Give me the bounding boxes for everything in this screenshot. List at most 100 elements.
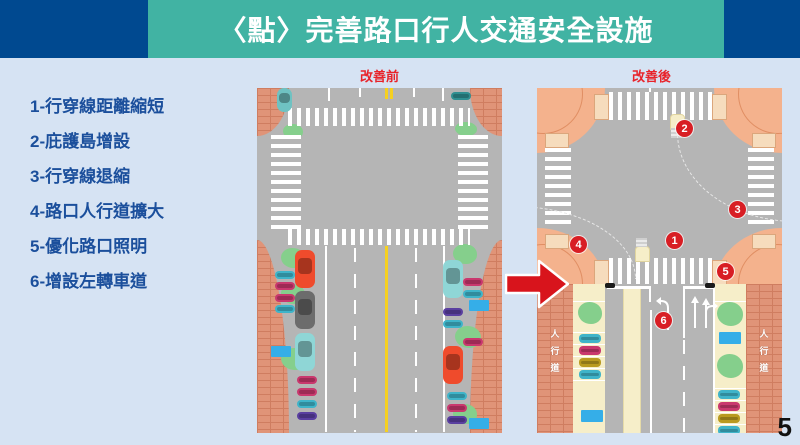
signboard (719, 332, 741, 344)
bay-divider (573, 344, 605, 345)
page-number: 5 (777, 412, 792, 442)
vehicle-scooter (718, 390, 740, 399)
badge-4: 4 (570, 236, 587, 253)
lane-line (359, 88, 361, 97)
vehicle-car (443, 346, 463, 384)
bay-divider (573, 332, 605, 333)
curb-ramp (594, 94, 609, 120)
crosswalk-north (609, 92, 713, 120)
sidewalk-label-east: 人 行 道 (758, 326, 770, 377)
sidewalk-label-char: 行 (550, 346, 560, 356)
center-line (390, 88, 393, 99)
lane-line (649, 88, 651, 92)
lane-line (683, 340, 685, 433)
vehicle-car (295, 291, 315, 329)
lane-line (713, 288, 715, 433)
crosswalk-west (271, 135, 301, 230)
vehicle-scooter (297, 400, 317, 408)
measure-item-2: 2-庇護島增設 (30, 132, 131, 151)
vehicle-scooter (463, 338, 483, 346)
vehicle-scooter (579, 334, 601, 343)
tree (453, 244, 477, 264)
bay-divider (573, 380, 605, 381)
vehicle-scooter (463, 290, 483, 298)
center-line (385, 246, 388, 432)
vehicle-car (443, 260, 463, 298)
bay-divider (714, 424, 746, 425)
vehicle-scooter (447, 416, 467, 424)
bay-divider (714, 388, 746, 389)
vehicle-scooter (447, 404, 467, 412)
vehicle-scooter (579, 370, 601, 379)
vehicle-scooter (579, 346, 601, 355)
lane-line (442, 88, 444, 101)
measure-item-5: 5-優化路口照明 (30, 237, 148, 256)
pedestrian-refuge-island (635, 246, 650, 262)
sidewalk-west (537, 284, 573, 433)
vehicle-car (277, 88, 292, 112)
tree (717, 354, 743, 378)
sidewalk-label-char: 行 (759, 346, 769, 356)
badge-5: 5 (717, 263, 734, 280)
lane-line (415, 248, 417, 432)
sidewalk-label-char: 人 (759, 329, 769, 339)
lane-line (649, 288, 651, 302)
stop-bar-east (683, 286, 715, 289)
curb-ramp (712, 94, 727, 120)
measure-item-3: 3-行穿線退縮 (30, 167, 131, 186)
vehicle-scooter (275, 305, 295, 313)
vehicle-scooter (718, 402, 740, 411)
vehicle-scooter (297, 388, 317, 396)
badge-2: 2 (676, 120, 693, 137)
vehicle-scooter (718, 426, 740, 433)
lane-line (683, 288, 685, 338)
measure-item-4: 4-路口人行道擴大 (30, 202, 165, 221)
before-to-after-arrow (504, 258, 570, 310)
vehicle-scooter (275, 271, 295, 279)
page-title: 〈點〉完善路口行人交通安全設施 (218, 15, 654, 46)
left-turn-arrow-marking (656, 297, 669, 330)
measures-list: 1-行穿線距離縮短 2-庇護島增設 3-行穿線退縮 4-路口人行道擴大 5-優化… (30, 98, 245, 308)
straight-right-arrow-marking (702, 298, 718, 328)
stop-marker (605, 283, 615, 288)
vehicle-scooter (451, 92, 471, 100)
tree (717, 302, 743, 326)
caption-after: 改善後 (632, 69, 672, 84)
vehicle-car (295, 333, 315, 371)
median-island (623, 288, 641, 433)
vehicle-scooter (443, 320, 463, 328)
measure-item-1: 1-行穿線距離縮短 (30, 97, 165, 116)
badge-6: 6 (655, 312, 672, 329)
sidewalk-label-char: 人 (550, 329, 560, 339)
sidewalk-label-west: 人 行 道 (549, 326, 561, 377)
curb-ramp (752, 234, 776, 249)
tree (578, 302, 602, 324)
straight-arrow-marking (691, 296, 699, 328)
diagram-before (257, 88, 502, 433)
sidewalk-label-char: 道 (550, 363, 560, 373)
bay-divider (573, 356, 605, 357)
crosswalk-south (288, 229, 470, 245)
vehicle-scooter (463, 278, 483, 286)
header-band (148, 0, 724, 58)
vehicle-scooter (579, 358, 601, 367)
badge-1: 1 (666, 232, 683, 249)
vehicle-scooter (297, 376, 317, 384)
signboard (469, 300, 489, 311)
signboard (271, 346, 291, 357)
center-line (385, 88, 388, 99)
caption-before: 改善前 (360, 69, 400, 84)
sidewalk-label-char: 道 (759, 363, 769, 373)
bay-divider (714, 400, 746, 401)
sidewalk-corner-sw (257, 240, 289, 433)
vehicle-scooter (447, 392, 467, 400)
stop-marker (705, 283, 715, 288)
vehicle-scooter (443, 308, 463, 316)
diagram-after: 人 行 道 人 行 道 (537, 88, 782, 433)
bay-divider (573, 368, 605, 369)
measure-item-6: 6-增設左轉車道 (30, 272, 148, 291)
crosswalk-north (288, 108, 470, 126)
bay-divider (573, 301, 605, 302)
lane-line (354, 248, 356, 432)
